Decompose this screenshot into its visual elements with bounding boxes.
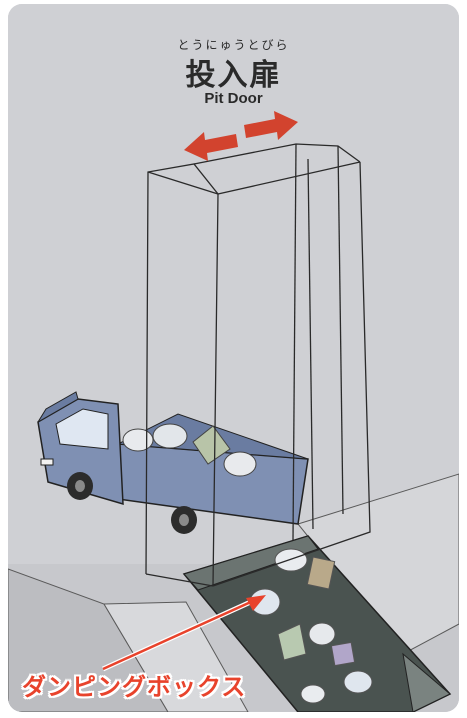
title-english: Pit Door [8,90,459,107]
dumping-box-label: ダンピングボックス [22,667,246,702]
pit-door-illustration: とうにゅうとびら 投入扉 Pit Door ダンピングボックス [8,4,459,712]
scene-drawing [8,4,459,712]
title-japanese: 投入扉 [8,50,459,94]
